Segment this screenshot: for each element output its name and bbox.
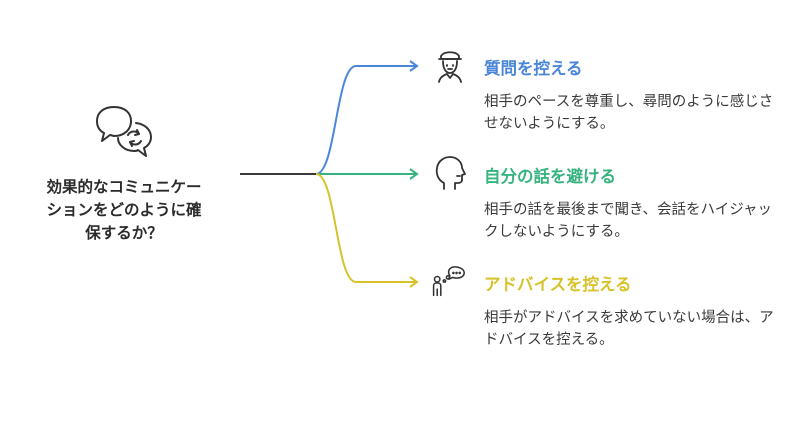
- node-description-ask: 相手のペースを尊重し、尋問のように感じさせないようにする。: [484, 94, 774, 132]
- branch-arrow-advice: [409, 276, 419, 288]
- node-title-ask: 質問を控える: [484, 59, 583, 78]
- node-title-advice: アドバイスを控える: [484, 275, 632, 294]
- node-description-self: 相手の話を最後まで聞き、会話をハイジャックしないようにする。: [484, 202, 772, 240]
- branch-line-advice: [315, 173, 416, 283]
- question-line: 効果的なコミュニケー: [46, 178, 202, 196]
- head-profile-speaking-icon: [435, 156, 466, 190]
- person-with-cap-icon: [438, 51, 462, 83]
- branch-line-ask: [315, 65, 416, 175]
- central-question: 効果的なコミュニケー ションをどのように確 保するか？: [18, 176, 230, 245]
- question-line: 保するか？: [85, 224, 163, 242]
- question-line: ションをどのように確: [46, 201, 202, 219]
- branch-arrow-self: [409, 168, 419, 180]
- speech-bubbles-cycle-icon: [96, 106, 152, 157]
- branch-arrow-ask: [409, 60, 419, 72]
- node-description-advice: 相手がアドバイスを求めていない場合は、アドバイスを控える。: [484, 310, 774, 348]
- person-thought-bubble-icon: [432, 266, 465, 297]
- node-title-self: 自分の話を避ける: [484, 167, 616, 186]
